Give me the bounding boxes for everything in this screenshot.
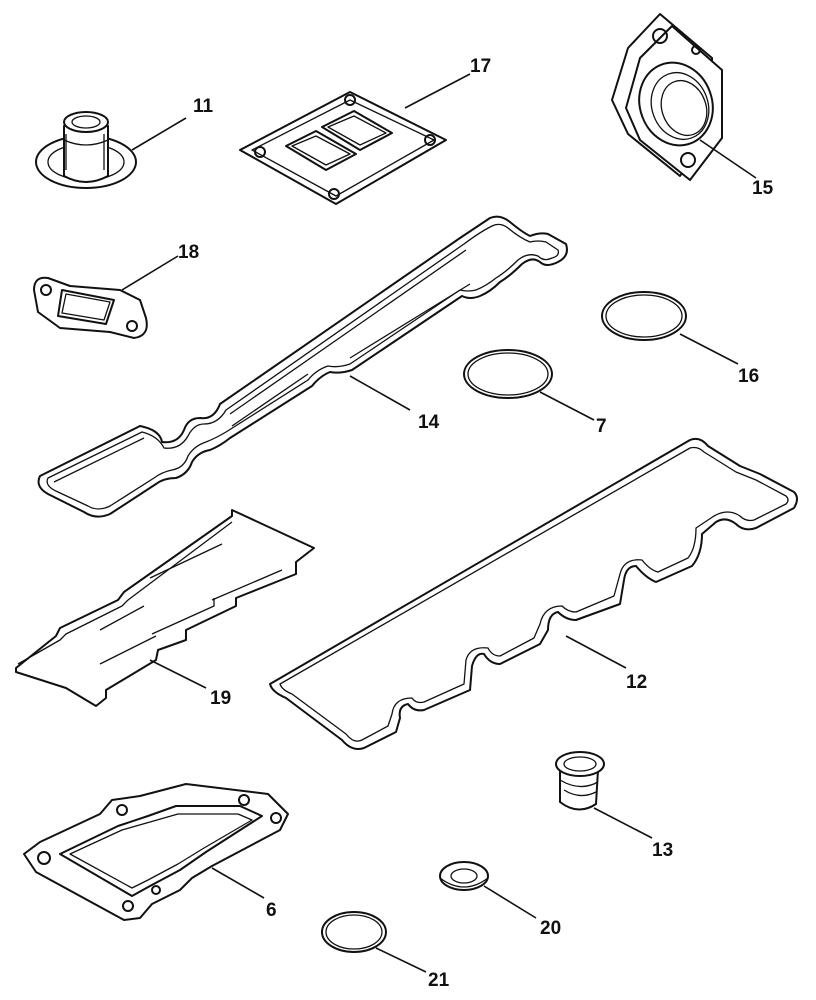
callout-17: 17 (470, 56, 491, 77)
leader-7 (539, 391, 595, 421)
callout-12: 12 (626, 672, 647, 693)
leader-13 (593, 807, 653, 839)
leader-6 (211, 867, 265, 899)
callout-6: 6 (266, 900, 277, 921)
leader-11 (131, 117, 187, 151)
callout-21: 21 (428, 970, 450, 991)
leader-21 (375, 947, 427, 973)
part-15-flange-gasket (611, 13, 723, 181)
part-21-o-ring (321, 911, 387, 953)
callout-14: 14 (418, 412, 440, 433)
callout-19: 19 (210, 688, 231, 709)
leader-12 (565, 635, 627, 669)
callout-20: 20 (540, 918, 561, 939)
part-16-o-ring-inner (605, 294, 683, 338)
part-17-gasket (239, 91, 447, 205)
part-12-cover-gasket (269, 437, 798, 750)
part-19-plate-gasket (15, 509, 315, 707)
part-21-o-ring-inner (325, 914, 383, 950)
part-13-plug (555, 751, 605, 811)
callout-15: 15 (752, 178, 774, 199)
part-7-o-ring-inner (467, 352, 549, 396)
leader-14 (349, 375, 411, 411)
leader-16 (679, 333, 739, 365)
callout-7: 7 (596, 416, 607, 437)
callout-18: 18 (178, 242, 199, 263)
leader-19 (149, 659, 207, 689)
leader-15 (699, 139, 757, 179)
part-11-seal (35, 111, 137, 189)
leader-18 (121, 255, 179, 291)
part-20-washer (439, 861, 489, 891)
part-6-gasket (23, 783, 289, 921)
callout-11: 11 (193, 96, 214, 117)
callout-13: 13 (652, 840, 673, 861)
part-7-o-ring (463, 349, 553, 399)
leader-17 (404, 73, 471, 109)
part-18-gasket (33, 276, 148, 339)
callout-16: 16 (738, 366, 759, 387)
leader-20 (483, 885, 537, 919)
part-14-cover-gasket (37, 215, 568, 518)
part-16-o-ring (601, 291, 687, 341)
